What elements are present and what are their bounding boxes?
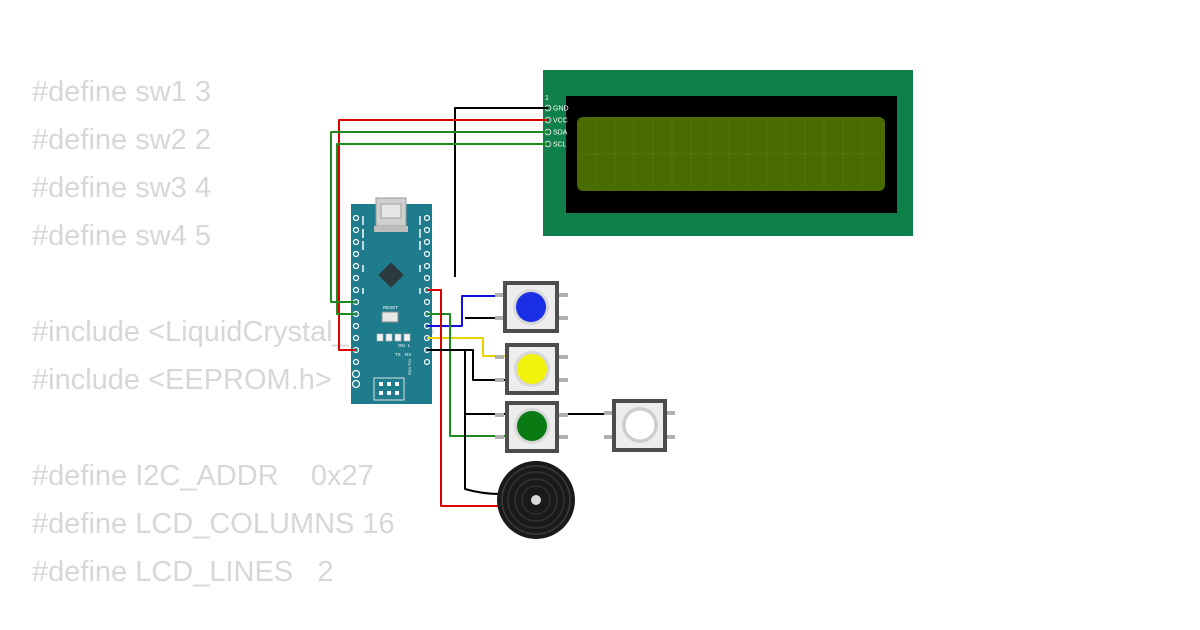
tx-label: TX (395, 352, 401, 357)
mcu-chip (378, 262, 404, 288)
header-label: RX0 TX1 (407, 358, 412, 375)
yellow-pushbutton[interactable] (495, 343, 568, 395)
reset-button[interactable] (381, 311, 399, 323)
code-line: #define I2C_ADDR 0x27 (32, 460, 374, 492)
wire-ground-bus[interactable] (427, 349, 501, 495)
white-pushbutton[interactable] (604, 399, 675, 452)
lcd-pin-index: 1 (545, 95, 549, 102)
buzzer[interactable] (497, 461, 575, 539)
code-line: #define sw2 2 (32, 124, 211, 156)
code-line: #define sw4 5 (32, 220, 211, 252)
code-line: #define sw3 4 (32, 172, 211, 204)
status-leds (376, 333, 411, 342)
code-line: #define LCD_LINES 2 (32, 556, 334, 588)
code-line: #define sw1 3 (32, 76, 211, 108)
mounting-hole (351, 369, 361, 379)
usb-connector (374, 197, 408, 232)
arduino-silkscreen (362, 216, 421, 294)
wire-lcd-vcc[interactable] (338, 119, 548, 351)
wire-yellow-button[interactable] (427, 337, 505, 357)
lcd-pin-label: VCC (553, 118, 568, 125)
blue-button-cap[interactable] (516, 292, 546, 322)
lcd-character-grid (581, 121, 881, 187)
green-button-cap[interactable] (517, 411, 547, 441)
arduino-nano[interactable]: RESET ON L TX RX RX0 TX1 (351, 197, 432, 404)
yellow-button-cap[interactable] (517, 354, 547, 384)
green-pushbutton[interactable] (495, 401, 568, 453)
wire-lcd-gnd[interactable] (454, 107, 548, 277)
white-button-cap[interactable] (624, 409, 656, 441)
lcd-pin-label: SCL (553, 142, 567, 149)
l-led-label: L (408, 343, 411, 348)
wire-gnd-yellow[interactable] (465, 349, 505, 381)
code-line: #define LCD_COLUMNS 16 (32, 508, 395, 540)
code-line: #include <EEPROM.h> (32, 364, 332, 396)
wire-blue-button[interactable] (427, 295, 505, 327)
lcd-pin-label: SDA (553, 130, 568, 137)
reset-label: RESET (383, 305, 398, 310)
mounting-hole (351, 379, 361, 389)
wire-lcd-sda[interactable] (330, 131, 548, 303)
arduino-board (351, 204, 432, 404)
code-background: #define sw1 3 #define sw2 2 #define sw3 … (32, 68, 435, 596)
icsp-header (373, 377, 405, 401)
lcd-display[interactable]: 1 GND VCC SDA SCL (543, 70, 913, 236)
wire-green-button[interactable] (427, 313, 505, 437)
blue-pushbutton[interactable] (495, 281, 568, 333)
wire-buzzer-signal[interactable] (427, 289, 500, 507)
on-led-label: ON (398, 343, 405, 348)
lcd-pin-label: GND (553, 106, 569, 113)
buzzer-center (531, 495, 541, 505)
rx-label: RX (405, 352, 411, 357)
wire-lcd-scl[interactable] (336, 143, 548, 315)
